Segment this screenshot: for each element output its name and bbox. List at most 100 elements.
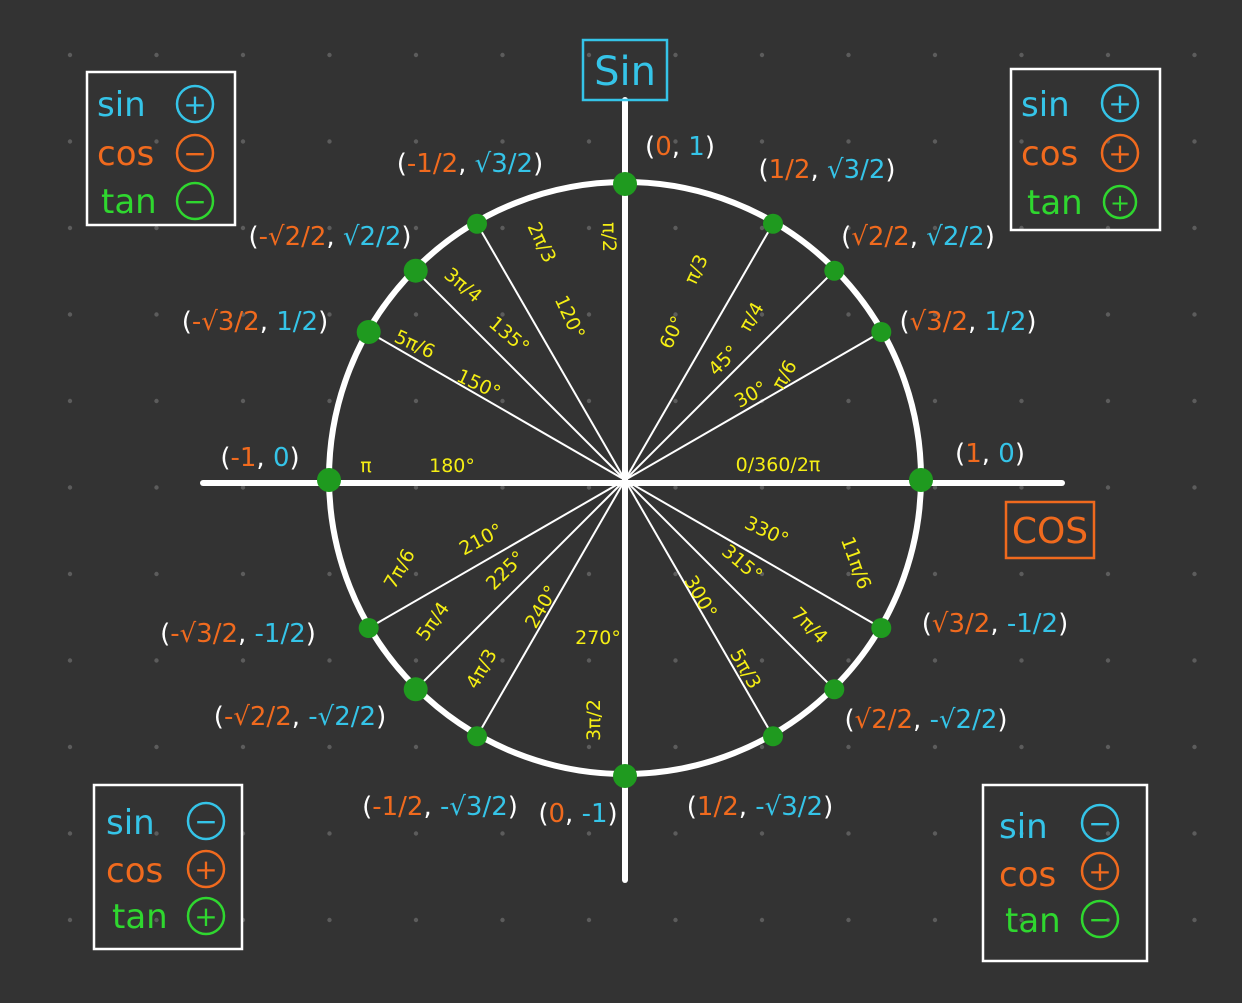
point-120	[467, 213, 487, 234]
grid-dot	[240, 398, 246, 404]
grid-dot	[500, 658, 505, 663]
grid-dot	[240, 139, 246, 144]
grid-dot	[327, 917, 332, 923]
angle-0-label: 0/360/2π	[736, 454, 821, 476]
angle-60-radian-label: π/3	[680, 251, 713, 287]
grid-dot	[586, 139, 592, 144]
grid-dot	[67, 225, 73, 231]
grid-dot	[500, 571, 505, 577]
angle-315-radian-label: 7π/4	[787, 603, 832, 648]
grid-dot	[1192, 571, 1197, 577]
q2-cos-label: cos	[97, 134, 154, 174]
angle-225-degree-label: 225°	[482, 547, 530, 595]
grid-dot	[413, 917, 419, 923]
cos-axis-label: COS	[1012, 511, 1088, 552]
coord-225: (-√2/2, -√2/2)	[214, 702, 386, 732]
angle-spokes	[368, 223, 882, 737]
grid-dot	[932, 658, 938, 663]
grid-dot	[500, 398, 505, 404]
q2-sin-label: sin	[97, 85, 146, 125]
q4-sin-label: sin	[999, 807, 1048, 847]
coord-210: (-√3/2, -1/2)	[160, 619, 316, 649]
grid-dot	[327, 744, 332, 750]
unit-circle-points	[317, 172, 933, 788]
grid-dot	[673, 485, 678, 490]
q2-cos-sign: −	[183, 137, 206, 170]
sin-axis-label-box	[581, 38, 669, 102]
grid-dot	[586, 485, 592, 490]
angle-45-degree-label: 45°	[704, 341, 743, 380]
q4-sin-sign: −	[1088, 807, 1111, 840]
point-240	[467, 726, 487, 747]
grid-dot	[1105, 52, 1111, 58]
coordinate-labels: (1, 0) (√3/2, 1/2) (√2/2, √2/2) (1/2, √3…	[160, 132, 1068, 829]
grid-dot	[586, 398, 592, 404]
grid-dot	[673, 658, 678, 663]
point-315	[824, 679, 845, 700]
grid-dot	[240, 225, 246, 231]
grid-dot	[67, 744, 73, 750]
grid-dot	[759, 917, 765, 923]
grid-dot	[759, 485, 765, 490]
grid-dot	[67, 917, 73, 923]
coord-90: (0, 1)	[645, 132, 715, 162]
coord-0: (1, 0)	[955, 439, 1025, 469]
grid-dot	[67, 398, 73, 404]
grid-dot	[240, 312, 246, 317]
grid-dot	[1105, 917, 1111, 923]
grid-dot	[67, 312, 73, 317]
grid-dot	[1192, 398, 1197, 404]
point-30	[871, 322, 892, 342]
grid-dot	[759, 312, 765, 317]
point-45	[824, 260, 845, 281]
angle-labels: 0/360/2π 30° π/6 45° π/4 60° π/3 π/2 120…	[360, 219, 875, 741]
grid-dot	[673, 831, 678, 836]
grid-dot	[240, 52, 246, 58]
grid-dot	[67, 52, 73, 58]
spoke-315	[624, 479, 836, 691]
grid-dot	[673, 312, 678, 317]
grid-dot	[932, 312, 938, 317]
grid-dot	[846, 658, 851, 663]
angle-180-degree-label: 180°	[429, 455, 475, 477]
angle-240-degree-label: 240°	[521, 582, 563, 633]
grid-dot	[846, 139, 851, 144]
grid-dot	[500, 831, 505, 836]
grid-dot	[1105, 658, 1111, 663]
grid-dot	[1019, 917, 1024, 923]
coord-60: (1/2, √3/2)	[758, 155, 895, 185]
coord-45: (√2/2, √2/2)	[841, 222, 995, 252]
q2-tan-label: tan	[101, 182, 157, 222]
grid-dot	[846, 398, 851, 404]
grid-dot	[413, 52, 419, 58]
angle-120-radian-label: 2π/3	[523, 219, 561, 266]
spoke-210	[368, 479, 626, 629]
angle-30-radian-label: π/6	[768, 357, 802, 394]
spoke-150	[368, 331, 626, 481]
grid-dot	[1105, 571, 1111, 577]
q1-tan-sign: +	[1110, 189, 1130, 217]
quadrant-3-sign-box: sin − cos + tan +	[92, 783, 244, 951]
grid-dot	[67, 831, 73, 836]
point-330	[871, 618, 892, 638]
grid-dot	[932, 139, 938, 144]
grid-dot	[673, 571, 678, 577]
spoke-330	[624, 479, 882, 629]
grid-dot	[327, 831, 332, 836]
point-225	[403, 677, 428, 702]
grid-dot	[413, 225, 419, 231]
grid-dot	[586, 744, 592, 750]
q2-sin-sign: +	[183, 88, 206, 121]
grid-dot	[1192, 744, 1197, 750]
q1-cos-label: cos	[1021, 134, 1078, 174]
grid-dot	[586, 225, 592, 231]
point-150	[356, 320, 381, 344]
grid-dot	[154, 571, 159, 577]
angle-150-degree-label: 150°	[453, 365, 504, 404]
coord-150: (-√3/2, 1/2)	[182, 307, 328, 337]
angle-180-radian-label: π	[360, 455, 371, 477]
grid-dot	[240, 485, 246, 490]
spoke-300	[624, 479, 774, 737]
angle-270-degree-label: 270°	[575, 627, 621, 649]
